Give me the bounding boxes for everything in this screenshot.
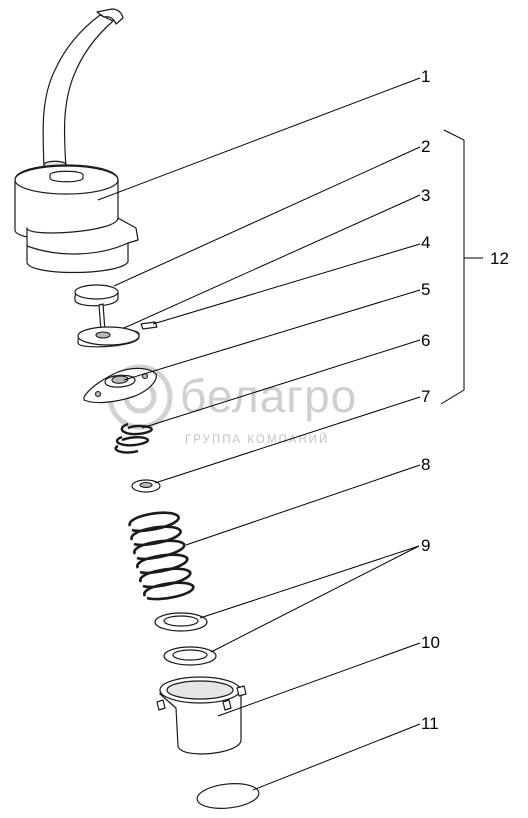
part-7-ring <box>131 479 161 493</box>
callout-9: 9 <box>421 536 430 555</box>
watermark-brand: белагро <box>180 370 357 422</box>
callout-labels: 1 2 3 4 5 6 7 8 9 10 11 12 <box>421 67 509 733</box>
part-8-main-spring <box>128 511 195 601</box>
callout-7: 7 <box>421 387 430 406</box>
part-1-lever-assembly <box>14 8 139 274</box>
part-5-bracket <box>83 367 157 404</box>
callout-5: 5 <box>421 280 430 299</box>
part-9-washers <box>154 612 217 666</box>
callout-2: 2 <box>421 137 430 156</box>
callout-6: 6 <box>421 331 430 350</box>
part-6-small-spring <box>114 422 153 454</box>
watermark: белагро ГРУППА КОМПАНИЙ <box>107 364 357 446</box>
part-2-pin <box>74 284 119 332</box>
part-3-washer-plate <box>77 326 140 348</box>
callout-10: 10 <box>421 633 440 652</box>
part-11-disc <box>196 783 260 809</box>
callout-1: 1 <box>421 67 430 86</box>
watermark-subtitle: ГРУППА КОМПАНИЙ <box>185 433 329 446</box>
callout-12: 12 <box>490 249 509 268</box>
leader-lines <box>97 77 483 791</box>
callout-3: 3 <box>421 186 430 205</box>
part-10-bushing <box>156 676 247 755</box>
callout-8: 8 <box>421 455 430 474</box>
callout-4: 4 <box>421 233 430 252</box>
callout-11: 11 <box>421 714 439 733</box>
